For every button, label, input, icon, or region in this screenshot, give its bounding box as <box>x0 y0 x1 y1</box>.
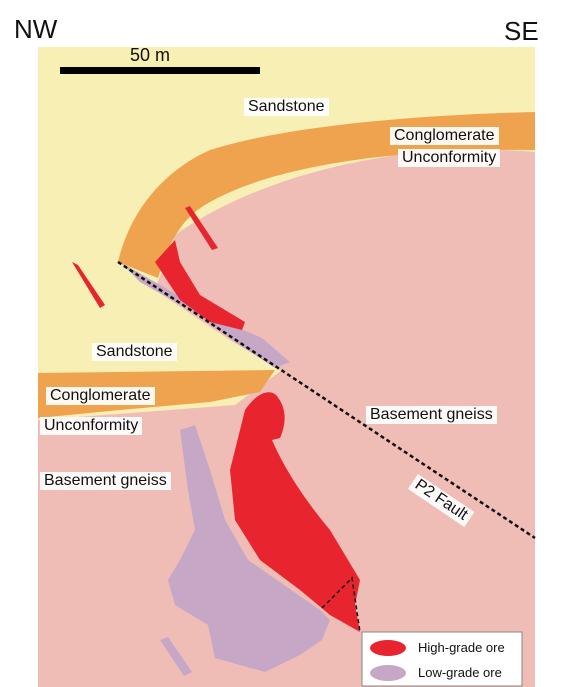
legend-low-grade-label: Low-grade ore <box>418 665 502 680</box>
legend-low-grade-swatch <box>370 665 406 681</box>
legend-high-grade-label: High-grade ore <box>418 640 505 655</box>
legend-high-grade-swatch <box>370 640 406 656</box>
unconformity-lower-label: Unconformity <box>40 417 142 435</box>
sandstone-lower-label: Sandstone <box>92 343 177 361</box>
sandstone-upper-label: Sandstone <box>244 98 329 116</box>
conglomerate-lower-label: Conglomerate <box>46 387 155 405</box>
scale-bar-label: 50 m <box>130 45 170 66</box>
basement-gneiss-left-label: Basement gneiss <box>40 472 171 490</box>
conglomerate-upper-label: Conglomerate <box>390 127 499 145</box>
northwest-label: NW <box>14 14 57 45</box>
scale-bar <box>60 67 260 74</box>
basement-gneiss-right-label: Basement gneiss <box>366 406 497 424</box>
unconformity-upper-label: Unconformity <box>398 149 500 167</box>
southeast-label: SE <box>504 16 539 47</box>
